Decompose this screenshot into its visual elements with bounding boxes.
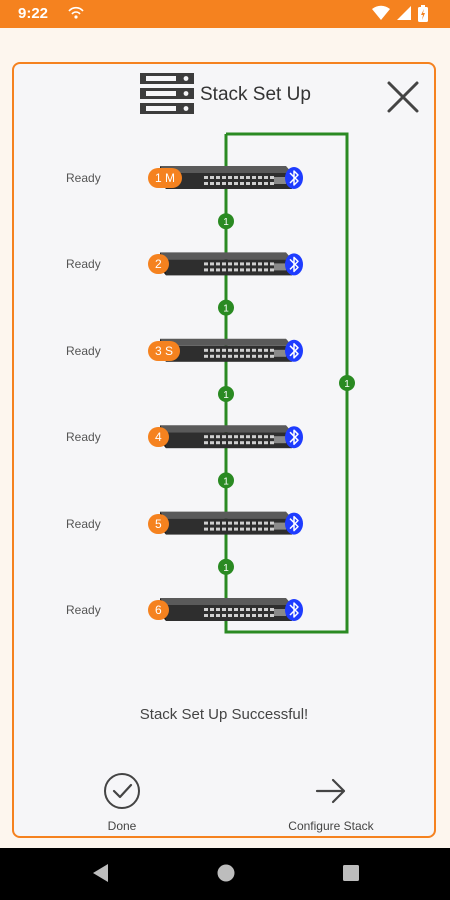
recents-icon[interactable]	[341, 862, 361, 884]
signal-icon	[397, 6, 411, 20]
switch-icon	[160, 338, 292, 362]
member-badge: 3 S	[148, 340, 181, 361]
bluetooth-icon[interactable]	[285, 253, 303, 276]
stack-link-label: 1	[223, 563, 229, 574]
arrow-right-icon	[315, 778, 346, 804]
member-badge: 5	[148, 513, 169, 534]
wifi-icon	[372, 5, 390, 21]
stack-link-label: 1	[223, 217, 229, 228]
member-status: Ready	[66, 171, 101, 185]
home-icon[interactable]	[216, 862, 236, 884]
member-badge: 2	[148, 254, 169, 275]
dialog-header: Stack Set Up	[14, 64, 434, 124]
check-circle-icon	[104, 773, 140, 809]
stack-diagram: 1 1 1 1 1 1	[160, 132, 355, 634]
status-bar: 9:22	[0, 0, 450, 28]
stack-loop-port: 1	[339, 375, 355, 391]
battery-icon	[418, 5, 428, 22]
bluetooth-icon[interactable]	[285, 339, 303, 362]
bluetooth-icon[interactable]	[285, 599, 303, 621]
dialog-title: Stack Set Up	[200, 84, 311, 105]
status-time: 9:22	[18, 5, 49, 22]
stack-loop-label: 1	[344, 379, 350, 390]
bluetooth-icon[interactable]	[285, 512, 303, 535]
switch-icon	[160, 252, 292, 276]
member-badge: 1 M	[148, 168, 183, 188]
member-status: Ready	[66, 516, 101, 531]
configure-stack-button[interactable]: Configure Stack	[276, 772, 386, 833]
member-status: Ready	[66, 343, 101, 358]
configure-stack-label: Configure Stack	[288, 819, 374, 833]
bluetooth-icon[interactable]	[285, 426, 303, 449]
member-badge: 4	[148, 427, 169, 448]
notification-icon	[68, 6, 84, 19]
member-status: Ready	[66, 430, 101, 445]
back-icon[interactable]	[90, 862, 110, 884]
member-status: Ready	[66, 257, 101, 272]
stack-link-port: 1	[218, 213, 234, 230]
stack-link-port: 1	[218, 299, 234, 316]
stack-link-label: 1	[223, 390, 229, 401]
switch-stack-icon	[140, 73, 194, 114]
member-badge: 6	[148, 600, 169, 620]
close-icon[interactable]	[386, 80, 420, 114]
switch-icon	[160, 425, 292, 449]
bluetooth-icon[interactable]	[285, 167, 303, 189]
done-label: Done	[107, 819, 137, 833]
stack-link-port: 1	[218, 386, 234, 402]
stack-link-port: 1	[218, 472, 234, 489]
stack-link-loop	[224, 132, 349, 634]
switch-icon	[160, 511, 292, 535]
switch-icon	[160, 598, 292, 621]
stack-link-label: 1	[223, 304, 229, 315]
member-status: Ready	[66, 603, 101, 617]
nav-bar	[0, 848, 450, 900]
stack-link-port: 1	[218, 558, 234, 575]
stack-link-label: 1	[223, 476, 229, 487]
success-message: Stack Set Up Successful!	[139, 706, 309, 723]
done-button[interactable]: Done	[82, 772, 162, 833]
